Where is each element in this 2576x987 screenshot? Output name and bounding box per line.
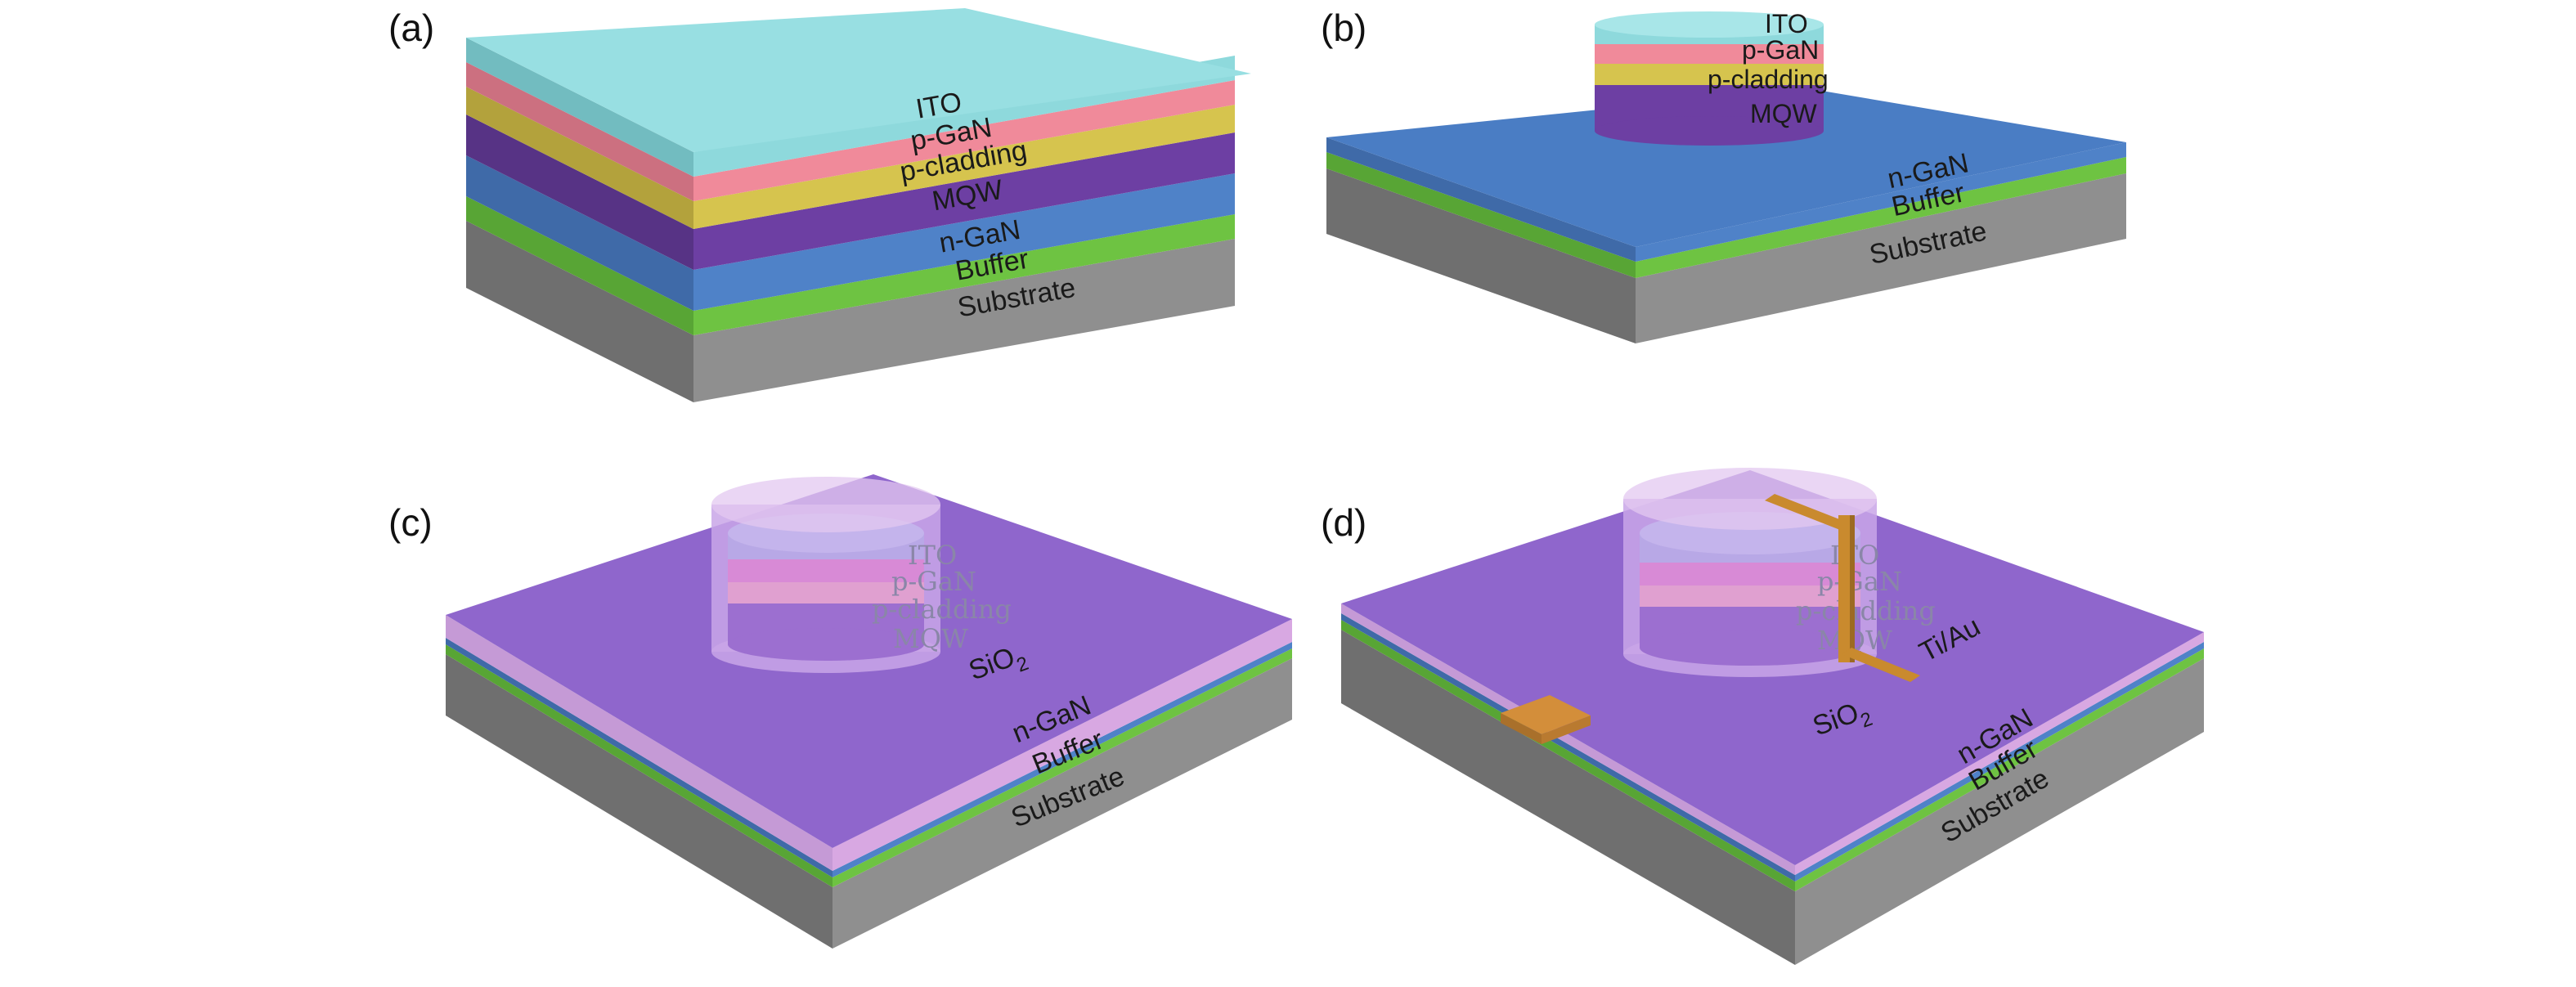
p-cladding-mesa-layer <box>1640 585 1860 607</box>
n-contact-pad <box>1501 695 1591 744</box>
panel-d: (d) ITO <box>1321 468 2204 965</box>
buffer-side-left <box>446 644 832 887</box>
sio2-side-front <box>1795 632 2204 875</box>
p-contact-top-arm <box>1765 494 1850 530</box>
n-contact-pad-front <box>1542 716 1591 744</box>
label-mqw: MQW <box>1750 99 1818 128</box>
base-slab-b <box>1326 88 2126 343</box>
substrate-side-left <box>1341 630 1795 965</box>
buffer-side-left <box>466 196 693 335</box>
n-contact-pad-side <box>1501 713 1542 744</box>
buffer-side-left <box>1326 152 1636 278</box>
ito-mesa-top <box>1595 11 1824 38</box>
label-p-cladding: p-cladding <box>872 594 1012 625</box>
buffer-side-front <box>1795 648 2204 891</box>
mqw-side-front <box>693 132 1235 270</box>
panel-c: (c) ITO p-GaN p-cladding <box>388 474 1292 949</box>
mqw-mesa-bottom <box>1640 630 1860 666</box>
n-gan-side-left <box>466 155 693 311</box>
n-gan-side-left <box>446 638 832 877</box>
label-ito: ITO <box>1765 9 1808 38</box>
panel-d-tag: (d) <box>1321 501 1367 544</box>
p-gan-side-front <box>693 80 1235 201</box>
buffer-side-front <box>832 648 1292 887</box>
label-ito: ITO <box>908 540 957 571</box>
n-gan-side-front <box>1795 642 2204 882</box>
p-contact-vertical-strip <box>1838 515 1851 662</box>
sio2-shell-top <box>711 477 940 532</box>
p-cladding-mesa-layer <box>728 582 924 603</box>
n-gan-side-front <box>1636 142 2126 262</box>
p-contact-bottom-arm <box>1842 648 1920 682</box>
panel-a-tag: (a) <box>388 7 434 49</box>
substrate-side-left <box>446 654 832 949</box>
n-contact-pad-top <box>1501 695 1591 734</box>
label-p-gan: p-GaN <box>891 566 976 597</box>
panel-a: (a) ITO p-GaN <box>388 7 1251 402</box>
label-p-cladding: p-cladding <box>1796 595 1936 626</box>
n-gan-side-left <box>1326 137 1636 262</box>
label-p-cladding: p-cladding <box>1708 65 1829 94</box>
p-gan-mesa-layer <box>1595 44 1824 64</box>
panel-b: (b) ITO p-GaN p-cladding MQW n-GaN <box>1321 7 2126 343</box>
mqw-side-left <box>466 114 693 270</box>
sio2-side-front <box>832 619 1292 871</box>
p-cladding-side-front <box>693 105 1235 229</box>
mqw-mesa-bottom <box>1595 116 1824 146</box>
label-p-gan: p-GaN <box>1817 566 1902 597</box>
n-gan-side-left <box>1341 613 1795 882</box>
base-slab-d <box>1341 470 2204 965</box>
p-cladding-side-left <box>466 87 693 229</box>
mesa-labels-b: ITO p-GaN p-cladding MQW <box>1708 9 1829 128</box>
panel-b-tag: (b) <box>1321 7 1367 49</box>
substrate-side-left <box>1326 168 1636 343</box>
buffer-side-front <box>693 214 1235 335</box>
n-gan-top-surface <box>1326 88 2126 247</box>
substrate-side-front <box>693 239 1235 402</box>
buffer-side-left <box>1341 620 1795 891</box>
buffer-side-front <box>1636 157 2126 278</box>
ito-top-surface <box>466 8 1251 152</box>
sio2-side-left <box>1341 603 1795 875</box>
label-mqw: MQW <box>893 623 968 654</box>
p-gan-side-left <box>466 62 693 201</box>
ito-side-left <box>466 38 693 177</box>
p-contact-electrode <box>1765 494 1920 682</box>
mqw-mesa-bottom <box>728 628 924 661</box>
substrate-side-front <box>1795 658 2204 965</box>
p-gan-mesa-layer <box>728 559 924 582</box>
substrate-side-left <box>466 221 693 402</box>
n-gan-side-front <box>832 642 1292 877</box>
p-gan-mesa-layer <box>1640 563 1860 585</box>
substrate-side-front <box>1636 173 2126 343</box>
mesa-labels-c: ITO p-GaN p-cladding MQW <box>872 540 1012 654</box>
n-gan-side-front <box>693 173 1235 311</box>
p-cladding-mesa-layer <box>1595 64 1824 85</box>
mesa-b <box>1595 11 1824 146</box>
substrate-side-front <box>832 658 1292 949</box>
panel-c-tag: (c) <box>388 501 433 544</box>
mesa-c <box>711 477 940 673</box>
mesa-d <box>1623 468 1877 677</box>
p-contact-vertical-shadow <box>1850 515 1855 662</box>
layer-stack-a <box>466 8 1251 402</box>
label-p-gan: p-GaN <box>1742 35 1819 65</box>
sio2-side-left <box>446 615 832 871</box>
